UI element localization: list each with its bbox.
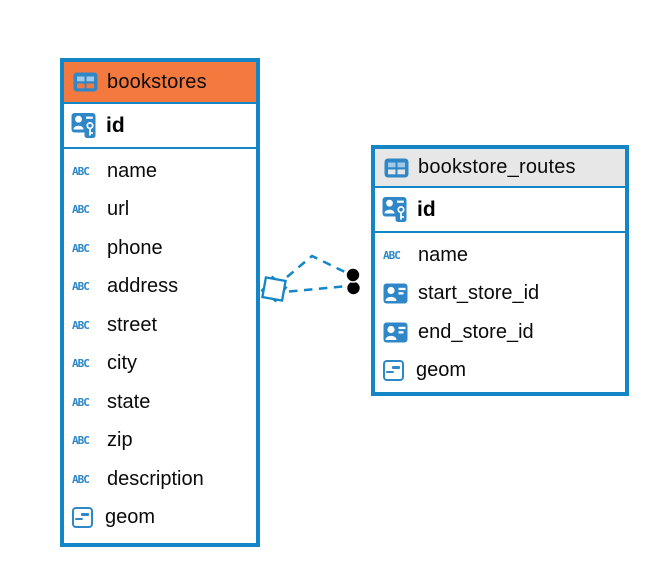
primary-key-row-bookstores-id[interactable]: id [64,104,256,149]
text-type-icon: ABC [72,164,90,178]
relationship-diamond-marker[interactable] [260,275,288,303]
table-title: bookstores [107,70,207,93]
reference-type-icon [383,283,408,304]
text-type-icon: ABC [72,395,90,409]
table-icon [73,72,98,92]
primary-key-name: id [417,197,436,221]
column-row-end-store-id[interactable]: end_store_id [375,313,625,352]
text-type-icon: ABC [72,357,90,371]
text-type-icon: ABC [72,280,90,294]
relationship-endpoint-dot-lower[interactable] [345,280,362,296]
primary-key-icon [71,113,96,138]
relationship-endpoint-dot-upper[interactable] [345,267,361,283]
text-type-icon: ABC [72,203,90,217]
geometry-type-icon [72,507,93,529]
geometry-type-icon [383,360,404,382]
reference-type-icon [383,322,408,343]
text-type-icon: ABC [383,248,401,262]
primary-key-icon [382,197,407,222]
table-title: bookstore_routes [418,156,576,178]
text-type-icon: ABC [72,472,90,486]
relationship-line-upper[interactable] [286,254,350,278]
table-header-bookstore-routes[interactable]: bookstore_routes [375,149,625,188]
table-icon [384,158,409,177]
column-row-start-store-id[interactable]: start_store_id [375,275,625,314]
column-row-geom[interactable]: geom [64,499,256,538]
primary-key-name: id [106,113,125,137]
primary-key-row-routes-id[interactable]: id [375,188,625,233]
text-type-icon: ABC [72,241,90,255]
table-header-bookstores[interactable]: bookstores [64,62,256,104]
text-type-icon: ABC [72,318,90,332]
relationship-line-lower[interactable] [288,284,349,293]
column-row-geom[interactable]: geom [375,352,625,391]
text-type-icon: ABC [72,434,90,448]
